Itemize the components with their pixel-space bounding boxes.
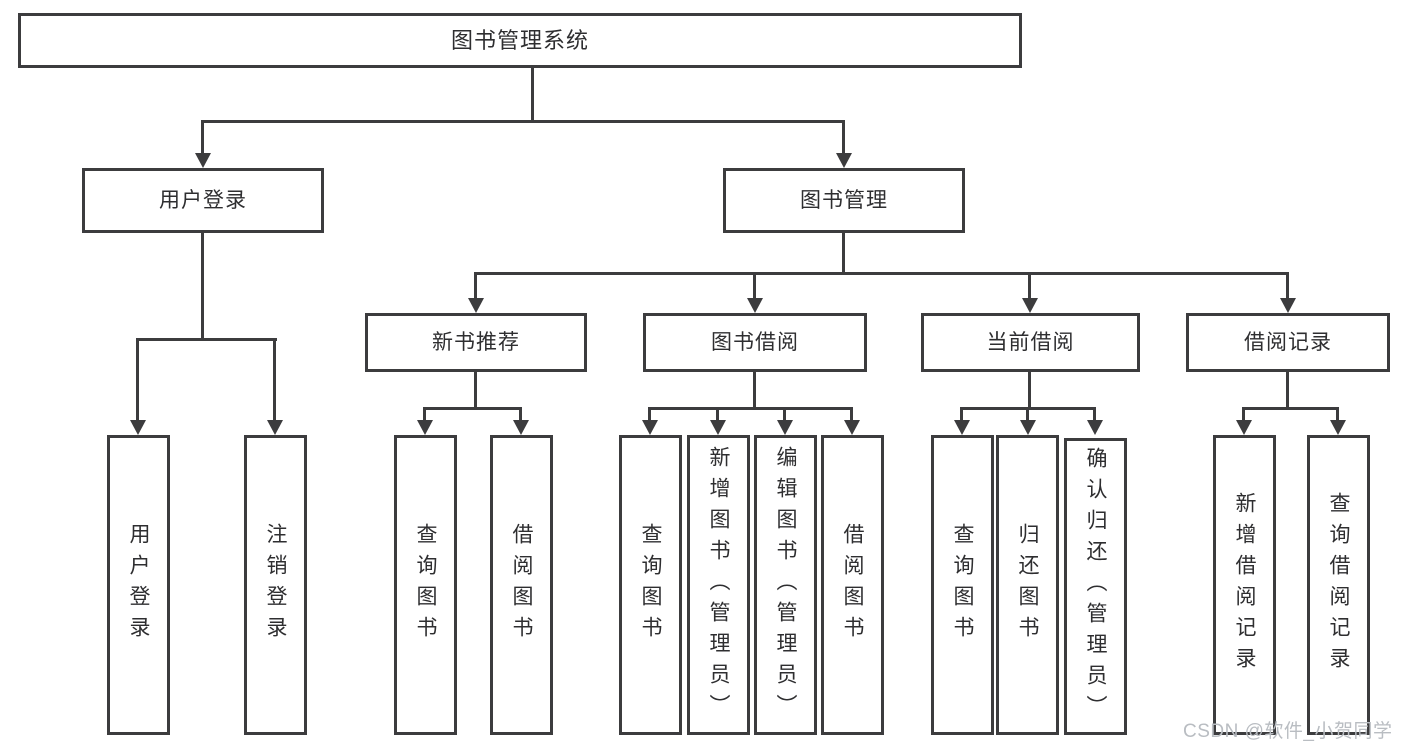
connector-line: [783, 407, 786, 420]
connector-line: [531, 68, 534, 120]
connector-line: [1026, 407, 1029, 420]
connector-line: [1028, 372, 1031, 407]
leaf-search-books-current: 查询图书: [931, 435, 994, 735]
node-label: 归还图书: [1016, 523, 1039, 647]
connector-line: [1286, 272, 1289, 298]
node-label: 新增图书（管理员）: [707, 445, 730, 725]
leaf-user-login: 用户登录: [107, 435, 170, 735]
arrowhead-icon: [954, 420, 970, 435]
leaf-logout-login: 注销登录: [244, 435, 307, 735]
arrowhead-icon: [710, 420, 726, 435]
arrowhead-icon: [417, 420, 433, 435]
leaf-add-borrow-record: 新增借阅记录: [1213, 435, 1276, 735]
arrowhead-icon: [1087, 420, 1103, 435]
connector-line: [273, 338, 276, 420]
arrowhead-icon: [130, 420, 146, 435]
leaf-confirm-return-admin: 确认归还（管理员）: [1064, 438, 1127, 735]
connector-line: [842, 233, 845, 272]
arrowhead-icon: [1280, 298, 1296, 313]
connector-line: [201, 120, 845, 123]
arrowhead-icon: [468, 298, 484, 313]
leaf-borrow-books: 借阅图书: [821, 435, 884, 735]
connector-line: [1242, 407, 1245, 420]
node-label: 查询图书: [414, 523, 437, 647]
connector-line: [1336, 407, 1339, 420]
connector-line: [960, 407, 963, 420]
node-label: 用户登录: [159, 189, 247, 212]
node-borrow-record: 借阅记录: [1186, 313, 1390, 372]
arrowhead-icon: [642, 420, 658, 435]
leaf-search-books-recommend: 查询图书: [394, 435, 457, 735]
connector-line: [136, 338, 139, 420]
node-label: 借阅图书: [510, 523, 533, 647]
connector-line: [136, 338, 277, 341]
arrowhead-icon: [1236, 420, 1252, 435]
node-label: 查询图书: [951, 523, 974, 647]
node-user-login: 用户登录: [82, 168, 324, 233]
connector-line: [474, 372, 477, 407]
arrowhead-icon: [777, 420, 793, 435]
node-book-borrow: 图书借阅: [643, 313, 867, 372]
leaf-add-book-admin: 新增图书（管理员）: [687, 435, 750, 735]
leaf-edit-book-admin: 编辑图书（管理员）: [754, 435, 817, 735]
connector-line: [648, 407, 853, 410]
node-label: 借阅记录: [1244, 331, 1332, 354]
leaf-search-books-borrow: 查询图书: [619, 435, 682, 735]
node-label: 图书管理系统: [450, 27, 589, 53]
node-label: 注销登录: [264, 523, 287, 647]
connector-line: [1093, 407, 1096, 420]
node-label: 图书管理: [800, 189, 888, 212]
node-label: 借阅图书: [841, 523, 864, 647]
connector-line: [423, 407, 426, 420]
arrowhead-icon: [1020, 420, 1036, 435]
node-book-management: 图书管理: [723, 168, 965, 233]
node-label: 编辑图书（管理员）: [774, 445, 797, 725]
leaf-search-borrow-record: 查询借阅记录: [1307, 435, 1370, 735]
arrowhead-icon: [267, 420, 283, 435]
connector-line: [474, 272, 1289, 275]
connector-line: [850, 407, 853, 420]
arrowhead-icon: [195, 153, 211, 168]
leaf-borrow-books-recommend: 借阅图书: [490, 435, 553, 735]
node-new-book-recommend: 新书推荐: [365, 313, 587, 372]
connector-line: [1242, 407, 1339, 410]
node-label: 新书推荐: [432, 331, 520, 354]
connector-line: [201, 120, 204, 155]
node-label: 当前借阅: [986, 331, 1075, 354]
node-current-borrow: 当前借阅: [921, 313, 1140, 372]
connector-line: [519, 407, 522, 420]
node-label: 确认归还（管理员）: [1084, 447, 1107, 726]
connector-line: [201, 233, 204, 338]
node-label: 查询图书: [639, 523, 662, 647]
csdn-watermark: CSDN @软件_小贺同学: [1183, 721, 1393, 742]
connector-line: [716, 407, 719, 420]
arrowhead-icon: [836, 153, 852, 168]
node-label: 查询借阅记录: [1327, 492, 1350, 678]
node-label: 新增借阅记录: [1233, 492, 1256, 678]
connector-line: [753, 372, 756, 407]
arrowhead-icon: [747, 298, 763, 313]
leaf-return-books: 归还图书: [996, 435, 1059, 735]
arrowhead-icon: [513, 420, 529, 435]
node-label: 用户登录: [127, 523, 150, 647]
connector-line: [648, 407, 651, 420]
arrowhead-icon: [1330, 420, 1346, 435]
arrowhead-icon: [1022, 298, 1038, 313]
node-label: 图书借阅: [711, 331, 799, 354]
connector-line: [1028, 272, 1031, 298]
connector-line: [842, 120, 845, 155]
connector-line: [474, 272, 477, 298]
arrowhead-icon: [844, 420, 860, 435]
connector-line: [423, 407, 522, 410]
connector-line: [1286, 372, 1289, 407]
node-library-management-system: 图书管理系统: [18, 13, 1022, 68]
connector-line: [753, 272, 756, 298]
